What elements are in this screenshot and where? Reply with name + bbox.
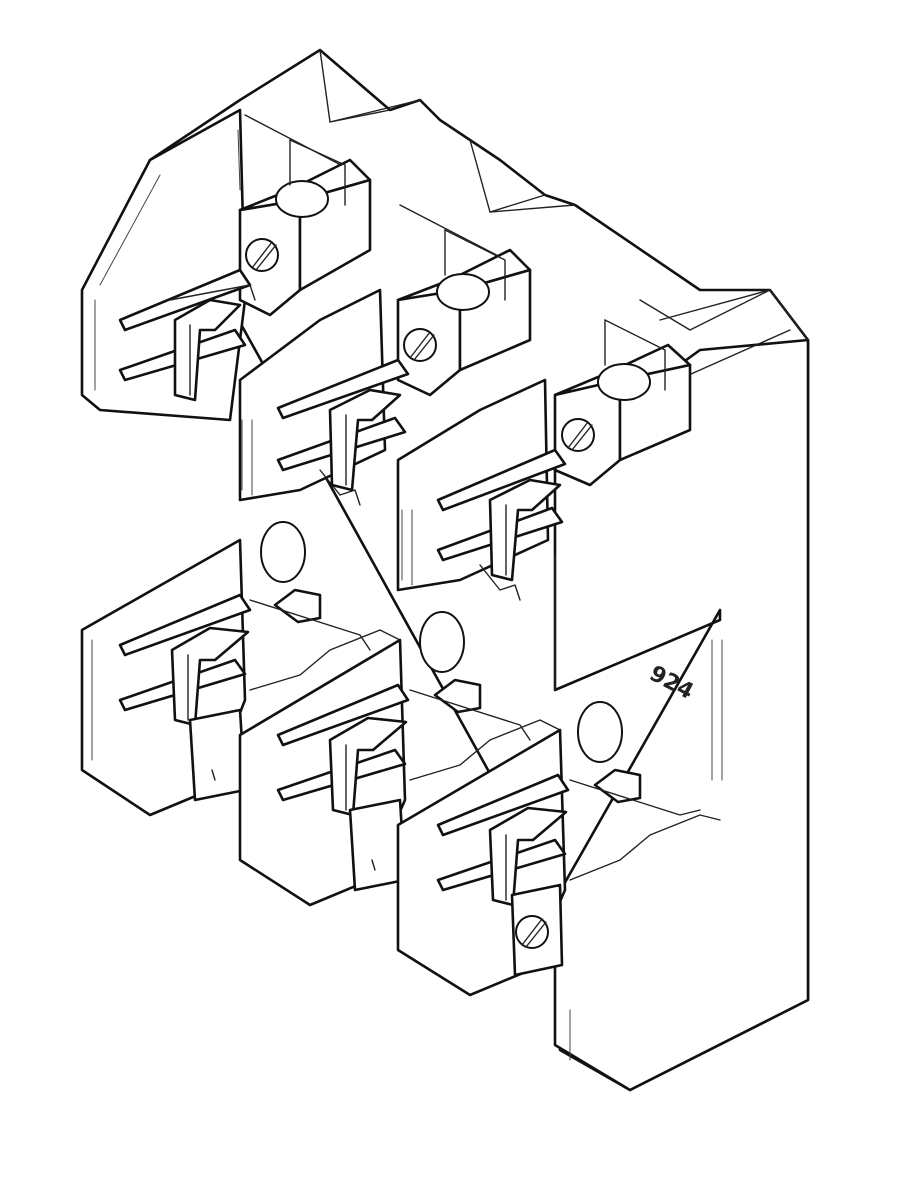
pole-2-upper-terminal xyxy=(396,229,532,397)
pole-3-lower xyxy=(396,701,721,997)
pole-1-lower xyxy=(80,521,401,817)
pole-3-upper-terminal xyxy=(553,319,692,487)
pole-1-upper-terminal xyxy=(238,139,372,317)
right-end-block xyxy=(553,289,810,1092)
pole-1-fuse-hole xyxy=(260,521,306,583)
pole-2-lower xyxy=(238,611,561,907)
pole-3-fuse-hole xyxy=(577,701,623,763)
left-end-plate xyxy=(80,108,247,422)
pole-3-body xyxy=(436,448,567,691)
pole-2-fuse-hole xyxy=(419,611,465,673)
